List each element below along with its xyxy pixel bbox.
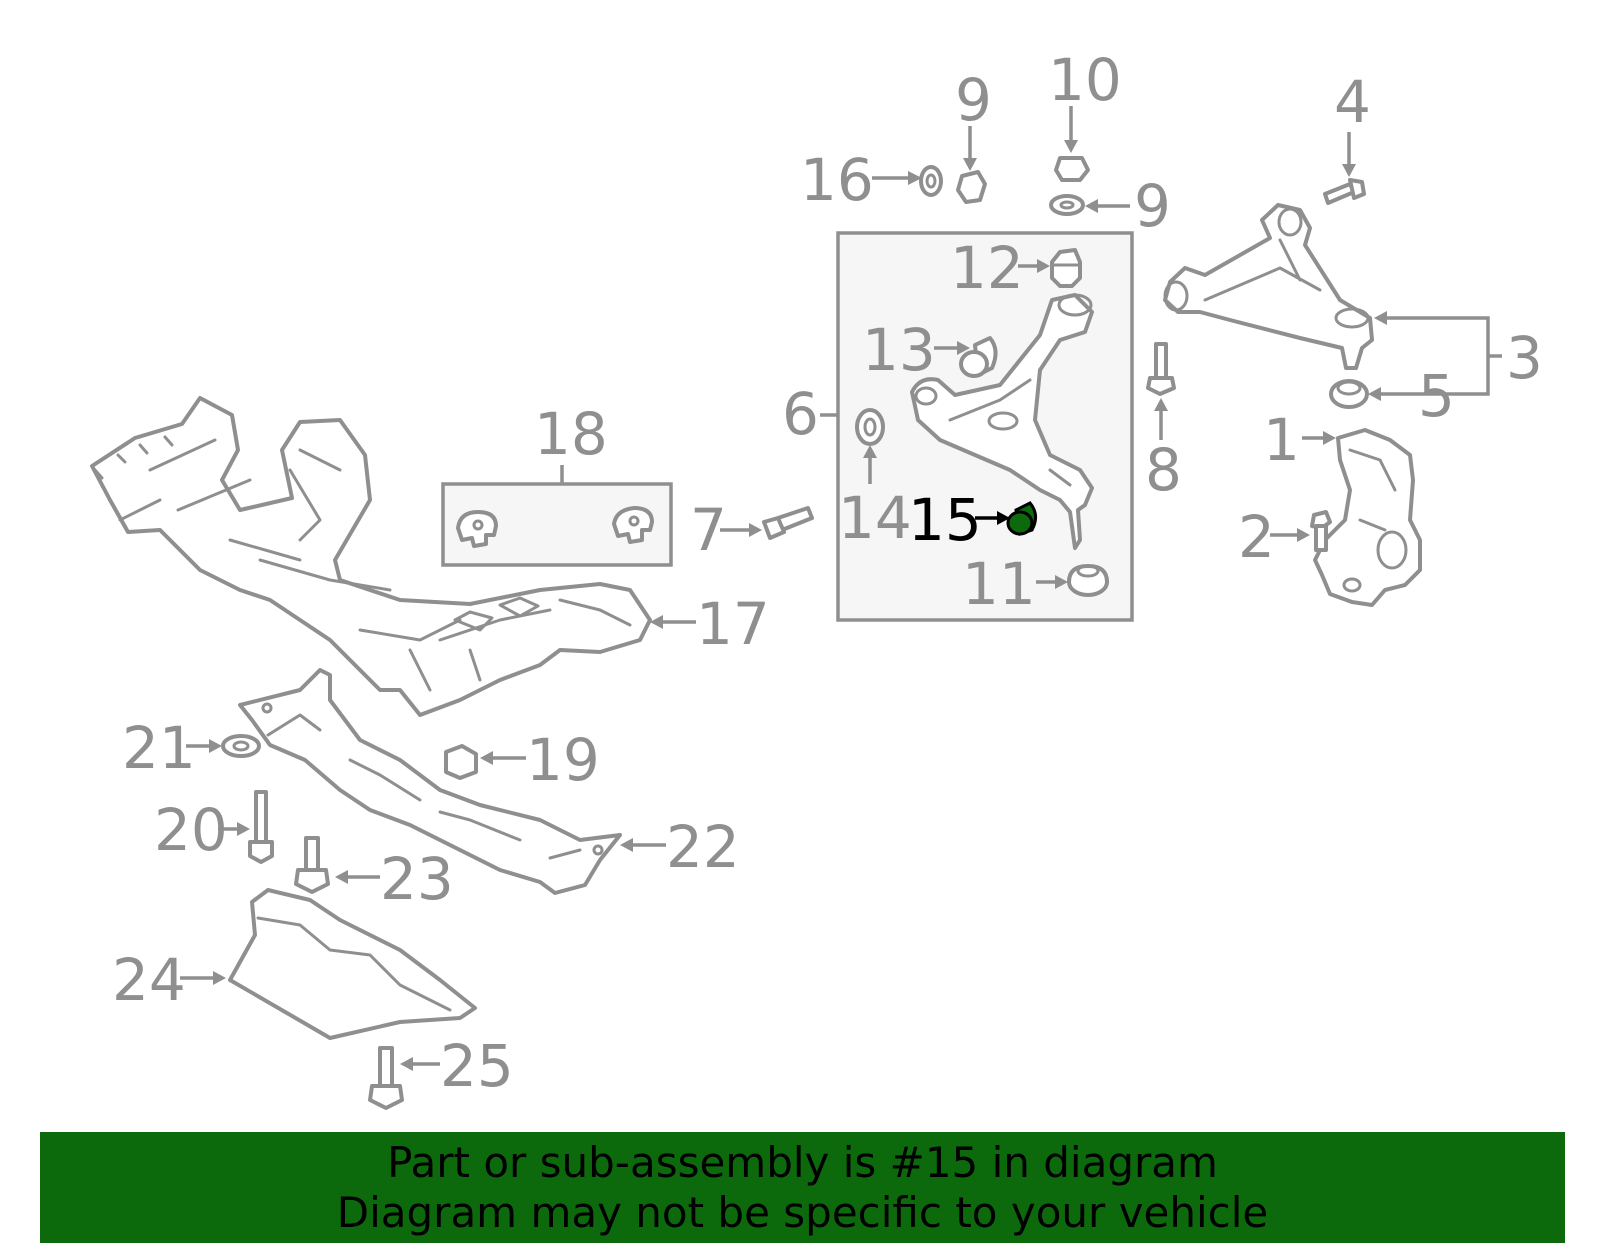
bolt-23-part[interactable] — [294, 836, 330, 894]
callout-13: 13 — [862, 316, 936, 384]
bolt-8-part[interactable] — [1146, 342, 1176, 396]
callout-7: 7 — [690, 496, 727, 564]
upper-control-arm-part[interactable] — [1163, 203, 1374, 370]
splash-shield-part[interactable] — [228, 888, 477, 1040]
nut-10-part[interactable] — [1054, 156, 1090, 182]
callout-17: 17 — [696, 590, 770, 658]
callout-10: 10 — [1048, 46, 1122, 114]
bolt-4-part[interactable] — [1323, 178, 1366, 205]
callout-22: 22 — [666, 813, 740, 881]
callout-numbers: 1 2 3 4 5 6 7 8 9 9 10 11 12 13 14 15 16… — [112, 46, 1543, 1100]
callout-1: 1 — [1263, 406, 1300, 474]
bushing-15-highlighted-part[interactable] — [1006, 501, 1037, 536]
lower-control-arm-part[interactable] — [910, 293, 1094, 550]
callout-15-highlighted: 15 — [908, 486, 982, 554]
bolt-2-part[interactable] — [1310, 510, 1332, 552]
crossmember-part[interactable] — [238, 668, 622, 895]
callout-14: 14 — [838, 484, 912, 552]
callout-16: 16 — [800, 146, 874, 214]
callout-20: 20 — [154, 796, 228, 864]
washer-21-part[interactable] — [221, 734, 261, 758]
callout-2: 2 — [1238, 503, 1275, 571]
leader-lines — [180, 106, 1502, 1071]
bolt-20-part[interactable] — [248, 790, 274, 864]
subframe-part[interactable] — [90, 396, 652, 717]
callout-11: 11 — [962, 550, 1036, 618]
callout-24: 24 — [112, 946, 186, 1014]
bracket-left-part[interactable] — [456, 510, 498, 548]
callout-21: 21 — [122, 714, 196, 782]
washer-16-part[interactable] — [919, 165, 943, 197]
banner-line-disclaimer: Diagram may not be specific to your vehi… — [336, 1188, 1269, 1237]
callout-6: 6 — [782, 380, 819, 448]
callout-9-lower: 9 — [1134, 172, 1171, 240]
callout-8: 8 — [1145, 436, 1182, 504]
bracket-right-part[interactable] — [612, 506, 654, 544]
bolt-7-part[interactable] — [762, 506, 814, 540]
callout-18: 18 — [534, 400, 608, 468]
nut-9-upper-part[interactable] — [956, 170, 987, 204]
washer-14-part[interactable] — [855, 408, 885, 446]
bushing-11-part[interactable] — [1067, 564, 1109, 597]
callout-4: 4 — [1334, 68, 1371, 136]
bolt-25-part[interactable] — [368, 1046, 404, 1110]
bushing-13-part[interactable] — [959, 336, 998, 378]
washer-9-lower-part[interactable] — [1049, 194, 1085, 216]
callout-23: 23 — [380, 845, 454, 913]
info-banner: Part or sub-assembly is #15 in diagram D… — [40, 1132, 1565, 1243]
banner-line-part-number: Part or sub-assembly is #15 in diagram — [387, 1138, 1218, 1187]
callout-12: 12 — [950, 234, 1024, 302]
ball-joint-12-part[interactable] — [1050, 248, 1082, 288]
callout-19: 19 — [526, 726, 600, 794]
callout-9-upper: 9 — [955, 66, 992, 134]
bushing-5-part[interactable] — [1329, 379, 1369, 409]
callout-5: 5 — [1418, 362, 1455, 430]
callout-3: 3 — [1506, 324, 1543, 392]
callout-25: 25 — [440, 1032, 514, 1100]
steering-knuckle-part[interactable] — [1313, 428, 1422, 607]
nut-19-part[interactable] — [444, 744, 478, 780]
